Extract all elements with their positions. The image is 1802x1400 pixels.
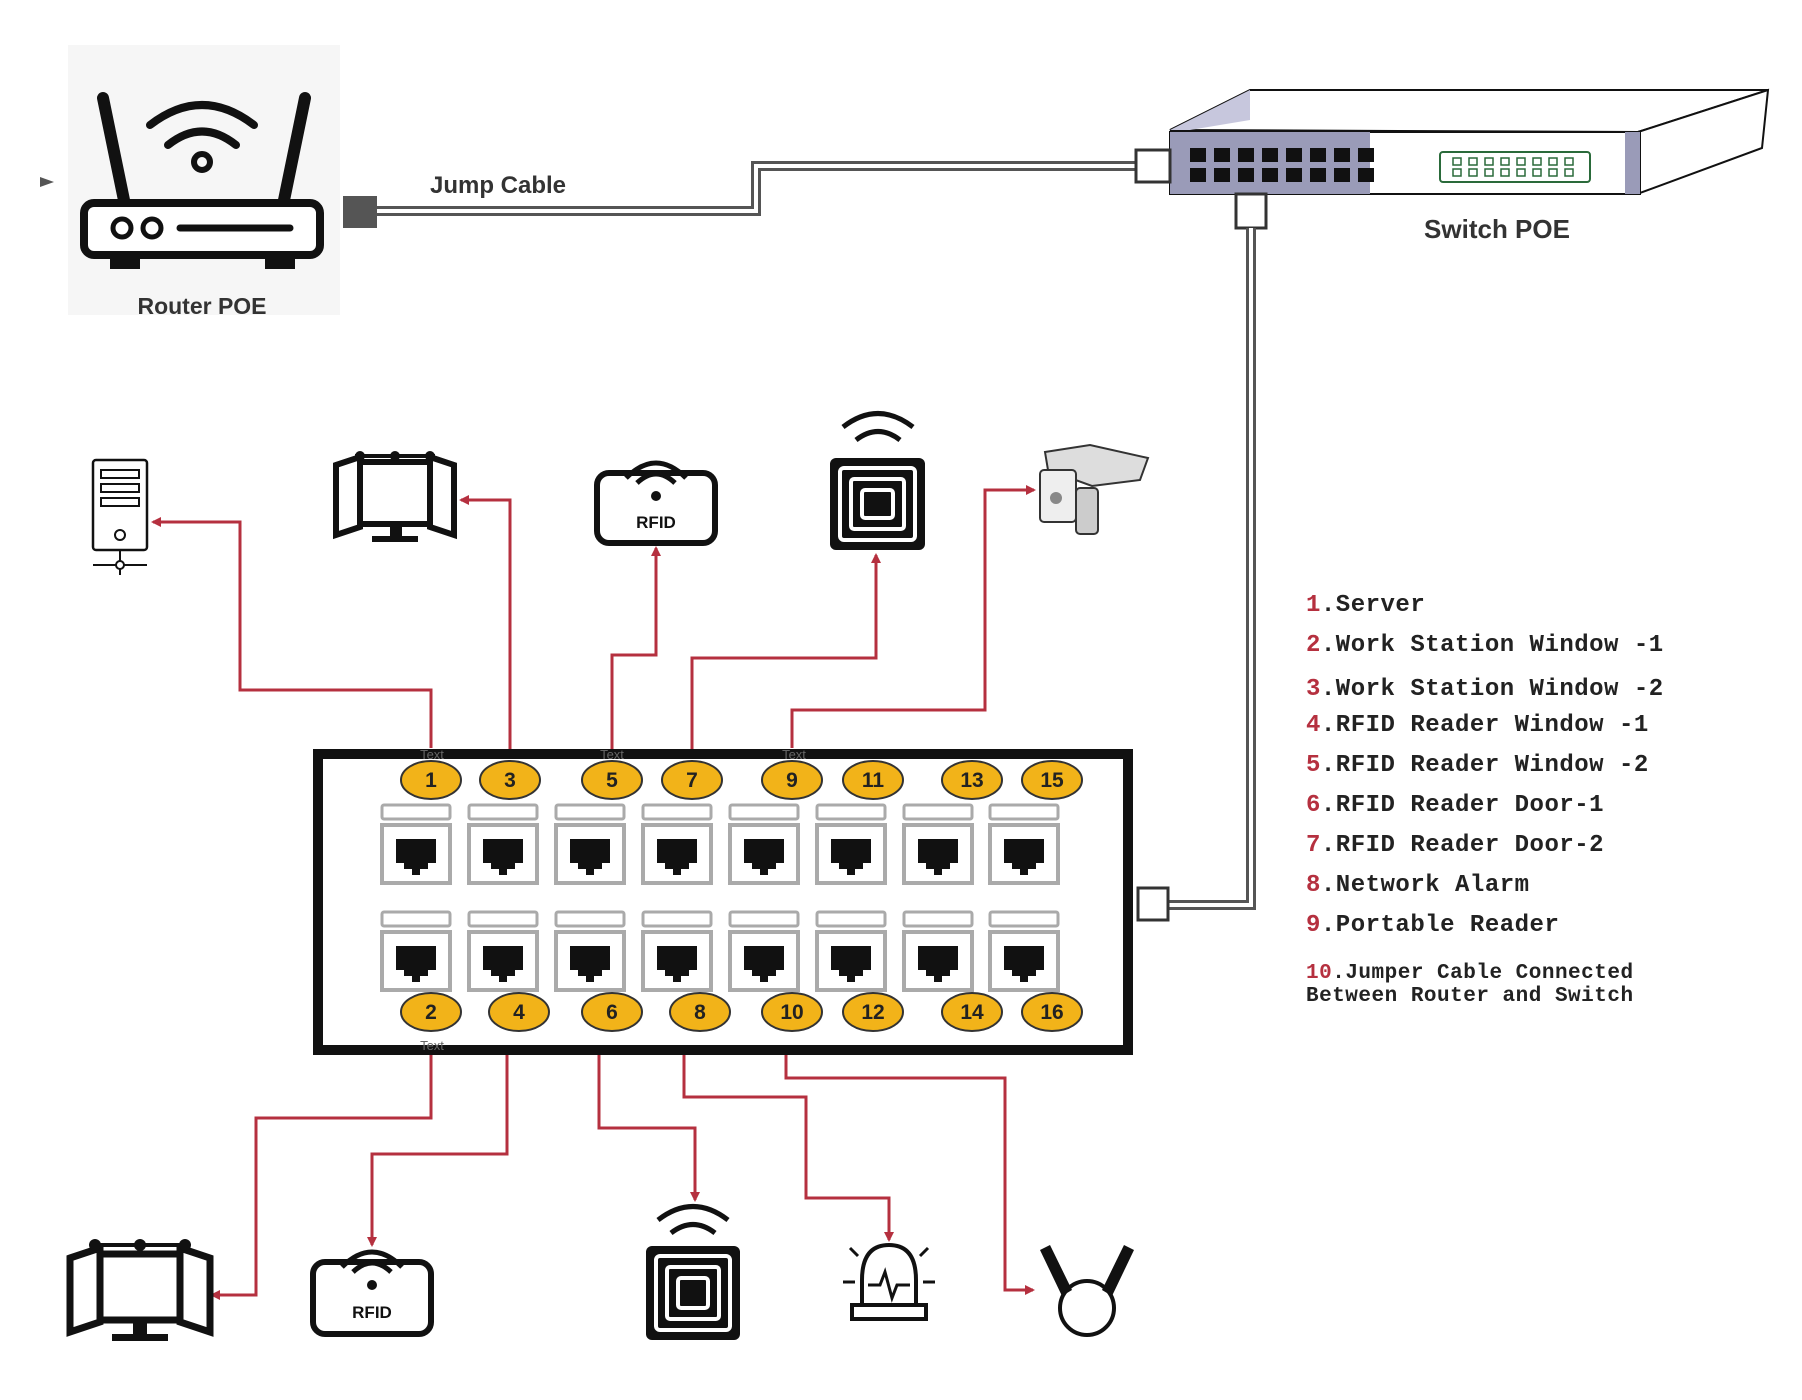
legend-item-2: 2.Work Station Window -1 bbox=[1306, 632, 1664, 659]
legend-item-10: 10.Jumper Cable Connected Between Router… bbox=[1306, 962, 1634, 1008]
switch-label: Switch POE bbox=[1424, 214, 1570, 244]
port-number: 2 bbox=[425, 1001, 437, 1024]
rj45-port bbox=[641, 803, 713, 885]
port-badge bbox=[661, 760, 723, 800]
port-badge bbox=[669, 992, 731, 1032]
jumper-clamp-icon bbox=[1040, 1245, 1134, 1337]
rfid-reader-icon-bottom: RFID bbox=[310, 1249, 434, 1337]
legend-item-1: 1.Server bbox=[1306, 592, 1426, 619]
rj45-port bbox=[467, 910, 539, 992]
port-number: 9 bbox=[786, 769, 798, 792]
port-number: 5 bbox=[606, 769, 618, 792]
server-tower-icon bbox=[91, 458, 149, 575]
uplink-cable bbox=[1136, 228, 1256, 922]
port-number: 6 bbox=[606, 1001, 618, 1024]
jump-cable-label: Jump Cable bbox=[430, 172, 566, 199]
port-badge bbox=[941, 992, 1003, 1032]
rj45-port bbox=[988, 803, 1060, 885]
rfid-label-bottom: RFID bbox=[352, 1303, 392, 1322]
panel-text-4: Text bbox=[420, 1038, 444, 1053]
port-number: 1 bbox=[425, 769, 437, 792]
port-badge bbox=[400, 760, 462, 800]
port-badge bbox=[581, 760, 643, 800]
rj45-port bbox=[380, 910, 452, 992]
port-number: 3 bbox=[504, 769, 516, 792]
rj45-port bbox=[728, 803, 800, 885]
router-icon bbox=[40, 45, 340, 315]
port-badge bbox=[761, 992, 823, 1032]
connector-lines bbox=[151, 485, 1036, 1300]
rj45-port bbox=[728, 910, 800, 992]
port-number: 16 bbox=[1040, 1001, 1063, 1024]
workstation-monitor-icon-bottom bbox=[66, 1239, 214, 1341]
panel-text-1: Text bbox=[420, 747, 444, 762]
jump-cable bbox=[343, 161, 1138, 228]
legend-item-5: 5.RFID Reader Window -2 bbox=[1306, 752, 1649, 779]
rj45-port bbox=[988, 910, 1060, 992]
switch-icon bbox=[1134, 88, 1770, 230]
siren-alarm-icon bbox=[843, 1242, 935, 1321]
port-number: 12 bbox=[861, 1001, 884, 1024]
port-badge bbox=[581, 992, 643, 1032]
rfid-label-top: RFID bbox=[636, 513, 676, 532]
port-badge bbox=[1021, 992, 1083, 1032]
panel-text-3: Text bbox=[782, 747, 806, 762]
rj45-port bbox=[815, 803, 887, 885]
legend-item-8: 8.Network Alarm bbox=[1306, 872, 1530, 899]
port-number: 4 bbox=[513, 1001, 525, 1024]
workstation-monitor-icon-top bbox=[333, 451, 457, 542]
rj45-port bbox=[380, 803, 452, 885]
port-badge bbox=[842, 760, 904, 800]
port-badge bbox=[761, 760, 823, 800]
port-badge bbox=[488, 992, 550, 1032]
port-badge bbox=[842, 992, 904, 1032]
port-number: 11 bbox=[862, 769, 885, 792]
panel-text-2: Text bbox=[600, 747, 624, 762]
rfid-door-tag-icon-top bbox=[830, 411, 925, 550]
rfid-reader-icon-top: RFID bbox=[594, 460, 718, 546]
rfid-door-tag-icon-bottom bbox=[646, 1204, 740, 1340]
legend-item-6: 6.RFID Reader Door-1 bbox=[1306, 792, 1605, 819]
router-label: Router POE bbox=[137, 293, 266, 319]
rj45-port bbox=[554, 803, 626, 885]
port-badge bbox=[479, 760, 541, 800]
port-number: 10 bbox=[780, 1001, 803, 1024]
port-number: 15 bbox=[1040, 769, 1064, 792]
port-number: 13 bbox=[960, 769, 983, 792]
port-badge bbox=[941, 760, 1003, 800]
port-number: 7 bbox=[686, 769, 698, 792]
port-number: 8 bbox=[694, 1001, 706, 1024]
handheld-scanner-icon bbox=[1039, 443, 1150, 535]
rj45-port bbox=[554, 910, 626, 992]
port-badge bbox=[400, 992, 462, 1032]
legend-item-9: 9.Portable Reader bbox=[1306, 912, 1560, 939]
rj45-port bbox=[467, 803, 539, 885]
rj45-port bbox=[641, 910, 713, 992]
port-number: 14 bbox=[960, 1001, 984, 1024]
rj45-port bbox=[902, 910, 974, 992]
legend-item-3: 3.Work Station Window -2 bbox=[1306, 676, 1664, 703]
rj45-port bbox=[815, 910, 887, 992]
legend-item-7: 7.RFID Reader Door-2 bbox=[1306, 832, 1605, 859]
legend-item-4: 4.RFID Reader Window -1 bbox=[1306, 712, 1649, 739]
rj45-port bbox=[902, 803, 974, 885]
port-badge bbox=[1021, 760, 1083, 800]
